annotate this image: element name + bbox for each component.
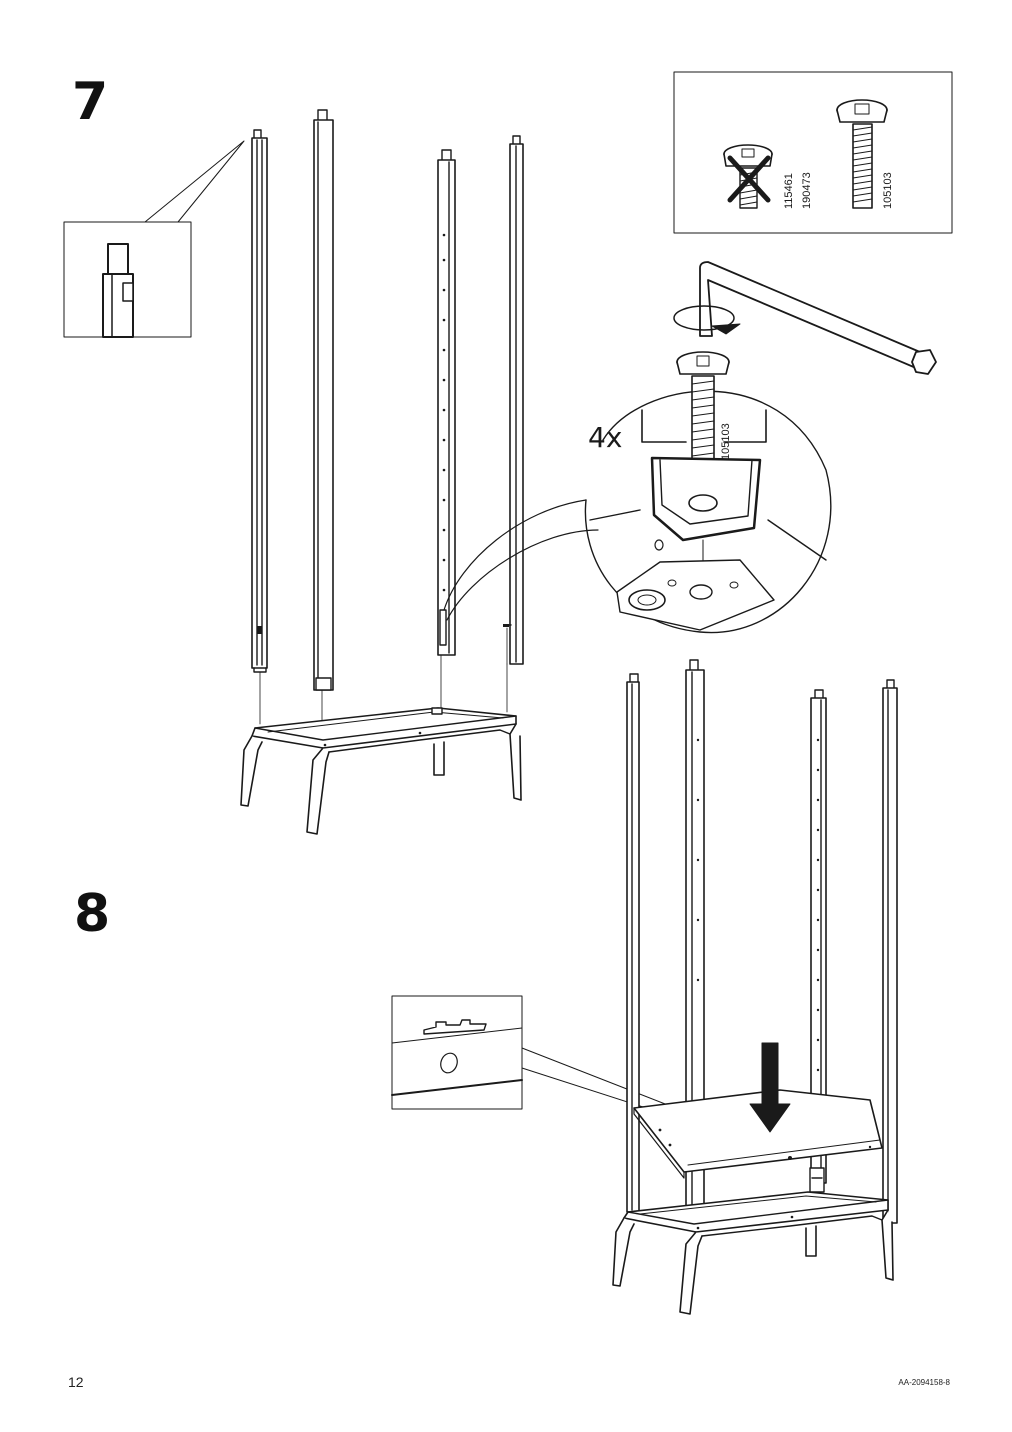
allen-key-icon — [699, 261, 937, 375]
rejected-screw-code-2: 190473 — [801, 172, 813, 209]
post-1 — [251, 129, 268, 673]
correct-screw-code: 105103 — [882, 172, 894, 209]
post-2 — [313, 109, 334, 691]
peg-detail-box — [63, 140, 245, 338]
document-code: AA-2094158-8 — [898, 1378, 950, 1387]
post-3 — [437, 149, 456, 656]
down-arrow-icon — [749, 1042, 791, 1133]
post-4 — [503, 135, 524, 665]
cross-out-icon — [727, 155, 771, 203]
page-number: 12 — [68, 1374, 84, 1390]
quantity-label: 4x — [588, 421, 623, 454]
rejected-screw-code-1: 115461 — [783, 173, 795, 209]
step-8-number: 8 — [74, 884, 111, 944]
step-7-number: 7 — [72, 72, 109, 132]
assembled-frame — [612, 659, 898, 1315]
base-frame — [240, 707, 522, 835]
hardware-box — [673, 71, 953, 234]
bracket-detail-circle — [443, 351, 832, 634]
detail-screw-code: 105103 — [720, 423, 732, 460]
rotate-arrow-icon — [673, 305, 741, 335]
